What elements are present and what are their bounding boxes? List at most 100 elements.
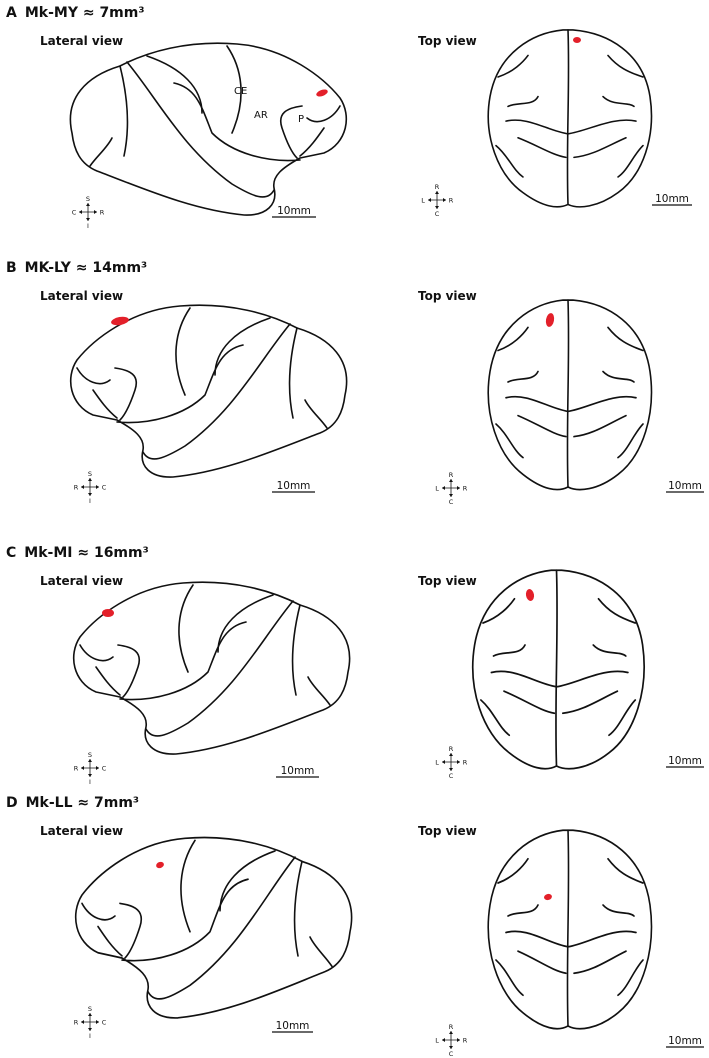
panel-subject: Mk-MI ≈ 16mm³: [24, 545, 148, 561]
sulcus-line: [81, 902, 116, 921]
scale-bar-label: 10mm: [276, 1020, 310, 1032]
sulcus-line: [517, 414, 567, 438]
arrowhead-icon: [88, 478, 92, 481]
top-scale-bar: 10mm: [666, 480, 704, 493]
sulcus-line: [219, 850, 276, 912]
sulcus-line: [566, 299, 570, 488]
scale-bar-label: 10mm: [281, 765, 315, 777]
sulcus-line: [492, 644, 526, 657]
arrowhead-icon: [435, 206, 439, 209]
lateral-view-label: Lateral view: [40, 289, 123, 303]
scale-bar-label: 10mm: [668, 1035, 702, 1047]
lateral-brain-drawing: [69, 304, 348, 478]
sulcus-line: [566, 29, 570, 206]
sulcus-line: [507, 370, 539, 383]
sulcus-line: [482, 597, 516, 624]
arrowhead-icon: [86, 203, 90, 206]
sulcus-line: [503, 690, 556, 715]
sulcus-line: [555, 569, 558, 767]
sulcus-line: [490, 670, 629, 688]
compass-label-left: R: [74, 1019, 79, 1027]
arrowhead-icon: [449, 494, 453, 497]
top-orientation-compass: R C L R: [435, 745, 468, 780]
compass-label-left: L: [435, 759, 439, 767]
arrowhead-icon: [96, 1020, 99, 1024]
compass-label-up: S: [88, 1005, 92, 1013]
lateral-view-label: Lateral view: [40, 34, 123, 48]
compass-label-down: C: [449, 772, 454, 780]
panel-letter: B: [6, 260, 17, 276]
compass-label-up: S: [86, 195, 90, 203]
sulcus-line: [142, 323, 291, 460]
top-scale-bar: 10mm: [652, 193, 692, 206]
brain-outline: [72, 581, 351, 755]
arrowhead-icon: [457, 486, 460, 490]
scale-bar-label: 10mm: [668, 480, 702, 492]
panel-title: A Mk-MY ≈ 7mm³: [6, 5, 145, 21]
sulcus-line: [95, 666, 121, 696]
sulcus-line: [607, 54, 644, 78]
panel-letter: C: [6, 545, 16, 561]
sulcus-line: [497, 857, 529, 884]
compass-label-right: R: [449, 197, 454, 205]
panel-letter: A: [6, 5, 17, 21]
sulcus-line: [145, 600, 294, 737]
sulcus-line: [517, 136, 567, 159]
arrowhead-icon: [435, 191, 439, 194]
arrowhead-icon: [96, 766, 99, 770]
compass-label-down: C: [449, 498, 454, 506]
panel-subject: Mk-MY ≈ 7mm³: [25, 5, 145, 21]
lateral-view-label: Lateral view: [40, 824, 123, 838]
lateral-lesion-marker: [102, 609, 114, 617]
scale-bar-label: 10mm: [668, 755, 702, 767]
sulcus-line: [226, 45, 242, 134]
sulcus-line: [175, 307, 191, 396]
top-view-label: Top view: [418, 824, 477, 838]
sulcus-line: [505, 119, 637, 135]
compass-label-right: R: [463, 759, 468, 767]
sulcus-line: [147, 856, 296, 1000]
compass-label-right: R: [463, 485, 468, 493]
top-view-label: Top view: [418, 34, 477, 48]
compass-label-down: C: [449, 1050, 454, 1058]
sulcus-line: [214, 317, 271, 376]
brain-outline: [74, 836, 353, 1019]
compass-label-down: I: [89, 497, 91, 505]
sulcus-line: [592, 644, 627, 657]
sulcus-line: [597, 597, 637, 624]
arrowhead-icon: [96, 485, 99, 489]
sulcus-line: [573, 414, 627, 438]
compass-label-down: C: [435, 210, 440, 218]
lateral-brain-drawing: [69, 42, 348, 216]
lateral-scale-bar: 10mm: [272, 480, 315, 493]
panel-title: C Mk-MI ≈ 16mm³: [6, 545, 149, 561]
compass-label-left: R: [74, 484, 79, 492]
arrowhead-icon: [449, 1031, 453, 1034]
sulcus-line: [505, 395, 637, 413]
sulcus-line: [92, 389, 118, 419]
compass-label-up: R: [449, 471, 454, 479]
arrowhead-icon: [88, 493, 92, 496]
sulcus-line: [497, 54, 529, 78]
sulcus-line: [573, 136, 627, 159]
arrowhead-icon: [449, 768, 453, 771]
compass-label-right: C: [102, 1019, 107, 1027]
compass-label-up: R: [449, 745, 454, 753]
sulcus-line: [495, 144, 524, 178]
arrowhead-icon: [79, 210, 82, 214]
lateral-lesion-marker: [156, 861, 164, 869]
sulcus-line: [607, 857, 644, 884]
sulcus-line: [495, 959, 524, 997]
sulcus-line: [307, 676, 331, 706]
lateral-brain-drawing: [72, 581, 351, 755]
sulcus-line: [607, 326, 644, 352]
lateral-view-label: Lateral view: [40, 574, 123, 588]
